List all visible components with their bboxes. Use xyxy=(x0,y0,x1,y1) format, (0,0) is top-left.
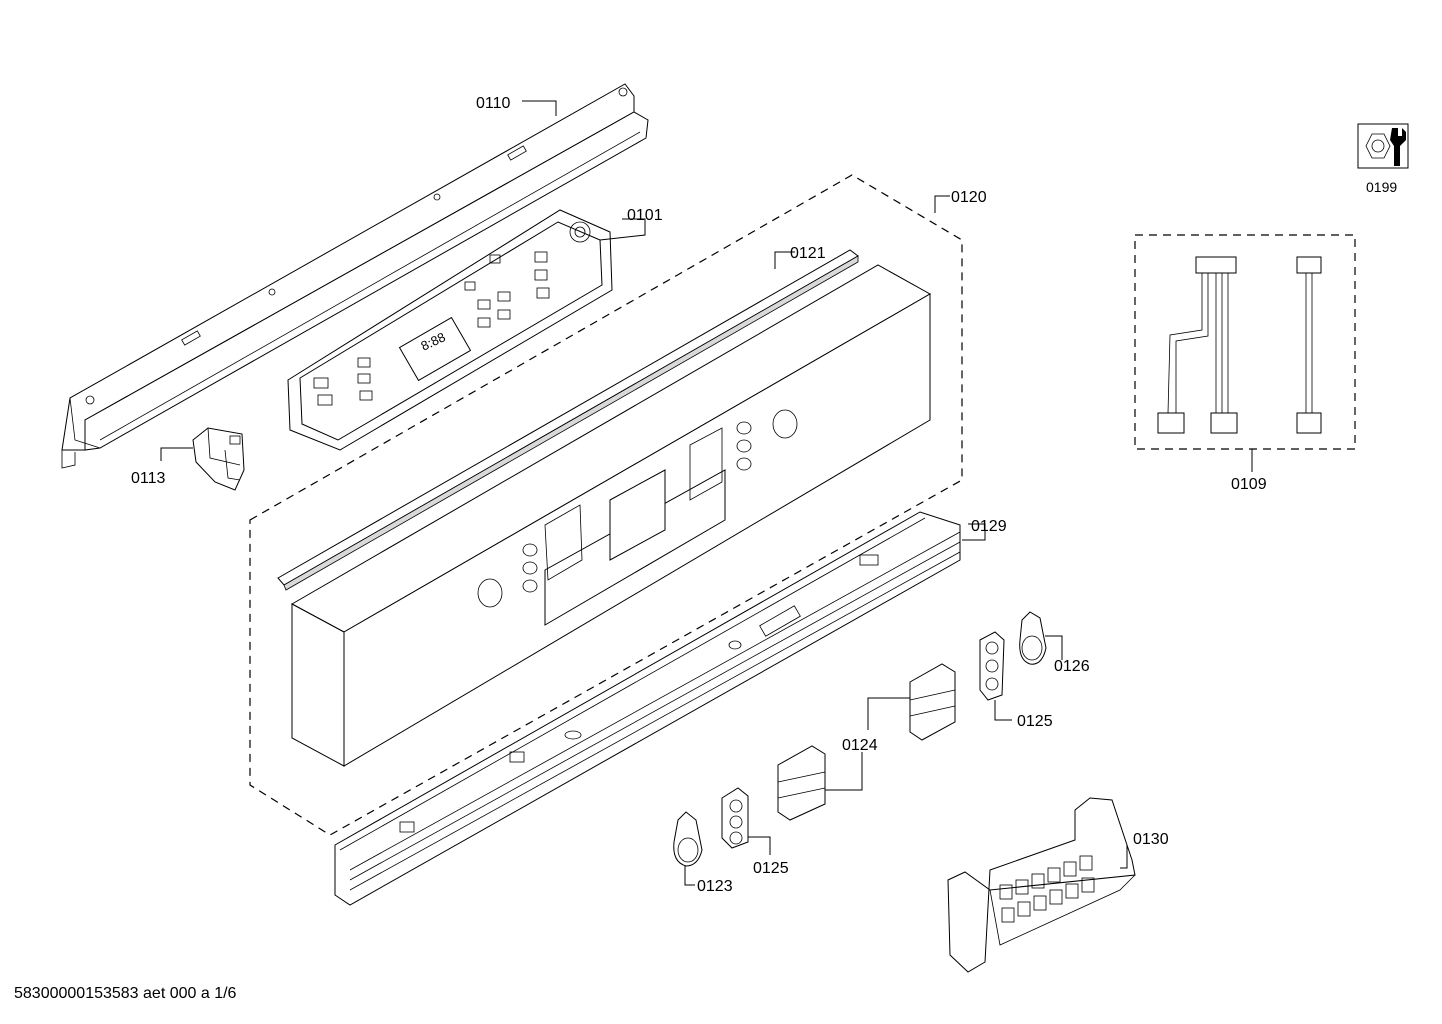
callout-0130: 0130 xyxy=(1133,831,1169,848)
part-0124a-switch xyxy=(909,663,956,741)
part-0101-pcb: 8:88 xyxy=(287,209,613,451)
assembly-0120-outline xyxy=(249,174,963,836)
callout-0121: 0121 xyxy=(790,245,826,262)
part-0130-guide xyxy=(947,797,1136,973)
callout-0129: 0129 xyxy=(971,518,1007,535)
callout-0125-upper: 0125 xyxy=(1017,713,1053,730)
part-0123-knob xyxy=(673,811,703,867)
callout-0199: 0199 xyxy=(1366,179,1397,195)
part-0113-bracket xyxy=(192,427,245,491)
wrench-icon xyxy=(1357,123,1409,169)
part-0126-knob xyxy=(1019,611,1047,665)
part-0125b-buttons xyxy=(721,787,749,849)
fascia-panel xyxy=(290,264,932,767)
callout-0110: 0110 xyxy=(476,95,511,112)
part-0121-strip xyxy=(277,249,859,591)
callout-0109: 0109 xyxy=(1231,476,1267,493)
callout-0120: 0120 xyxy=(951,189,987,206)
callout-labels: 0110 0101 0120 0121 0113 0129 0126 0125 … xyxy=(131,95,1397,895)
part-0110-rail xyxy=(61,83,649,469)
document-code: 58300000153583 aet 000 a 1/6 xyxy=(14,985,237,1002)
callout-0126: 0126 xyxy=(1054,658,1090,675)
part-0109-cable-set xyxy=(1134,234,1356,450)
leader-lines xyxy=(160,100,1253,886)
callout-0125-lower: 0125 xyxy=(753,860,789,877)
callout-0124: 0124 xyxy=(842,737,878,754)
part-0129-profile xyxy=(334,511,961,906)
part-0125a-buttons xyxy=(979,631,1005,701)
callout-0123: 0123 xyxy=(697,878,733,895)
callout-0101: 0101 xyxy=(627,207,663,224)
part-0124b-switch xyxy=(777,745,826,821)
callout-0113: 0113 xyxy=(131,470,166,487)
